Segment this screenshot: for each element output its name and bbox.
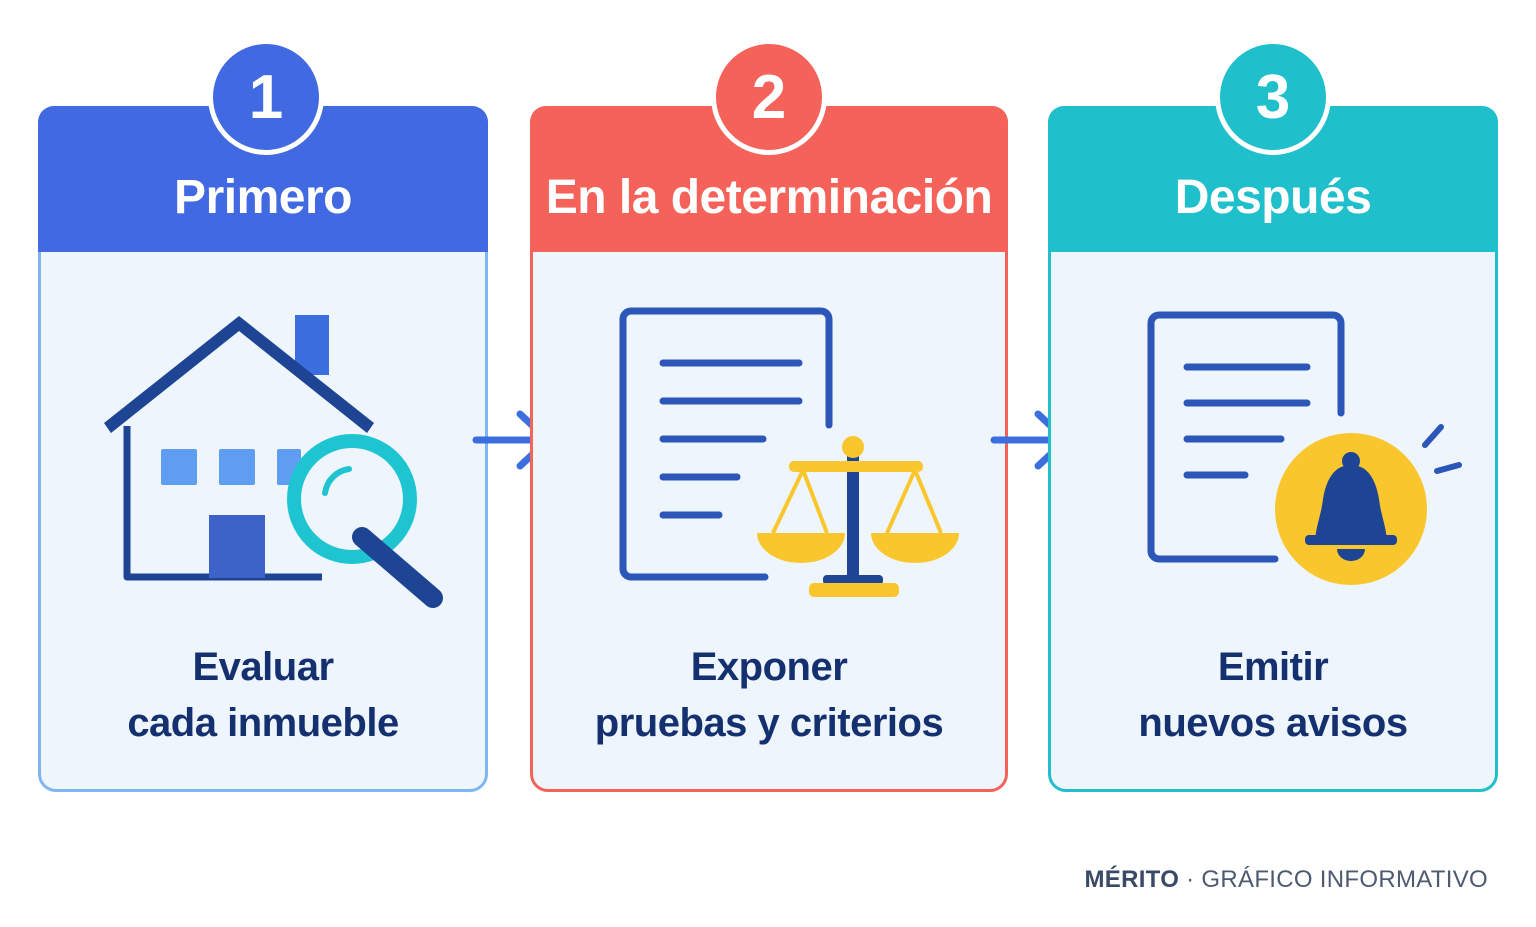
step-description-1-line2: cada inmueble bbox=[127, 701, 399, 745]
step-number-badge-2: 2 bbox=[711, 39, 827, 155]
footer-separator: · bbox=[1186, 866, 1195, 893]
step-title-2: En la determinación bbox=[545, 171, 993, 224]
step-description-1-line1: Evaluar bbox=[192, 645, 334, 689]
footer-credit: MÉRITO · GRÁFICO INFORMATIVO bbox=[1084, 866, 1488, 894]
step-title-1: Primero bbox=[174, 171, 352, 224]
step-description-3: Emitir nuevos avisos bbox=[1051, 639, 1495, 751]
house-search-icon bbox=[104, 315, 443, 608]
footer-caption: GRÁFICO INFORMATIVO bbox=[1201, 866, 1488, 893]
document-bell-icon bbox=[1147, 311, 1462, 585]
step-number-badge-3: 3 bbox=[1215, 39, 1331, 155]
step-description-3-line1: Emitir bbox=[1217, 645, 1329, 689]
step-title-3: Después bbox=[1174, 171, 1372, 224]
footer-brand: MÉRITO bbox=[1084, 866, 1180, 893]
step-description-2: Exponer pruebas y criterios bbox=[533, 639, 1005, 751]
step-description-2-line1: Exponer bbox=[690, 645, 848, 689]
step-card-1: Primero 1 Evaluar cada inmueble bbox=[38, 39, 488, 792]
step-description-3-line2: nuevos avisos bbox=[1138, 701, 1408, 745]
step-card-3: Después 3 Emitir nuevos avisos bbox=[1048, 39, 1498, 792]
step-description-2-line2: pruebas y criterios bbox=[594, 701, 944, 745]
step-card-2: En la determinación 2 Exponer pruebas y … bbox=[530, 39, 1008, 792]
step-number-badge-1: 1 bbox=[208, 39, 324, 155]
step-description-1: Evaluar cada inmueble bbox=[41, 639, 485, 751]
document-scales-icon bbox=[619, 307, 959, 597]
